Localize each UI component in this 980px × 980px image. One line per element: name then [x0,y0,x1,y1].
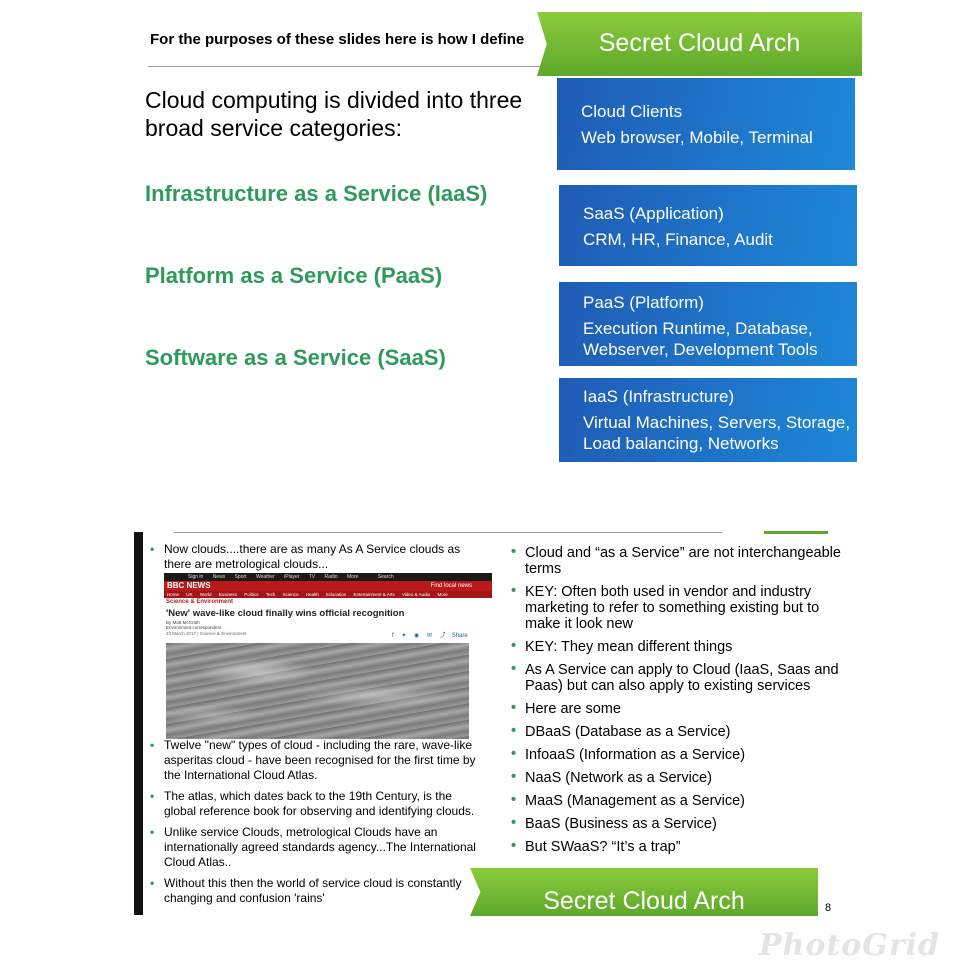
bbc-date-section: Science & Environment [199,631,247,636]
twitter-icon: ✦ [401,633,407,639]
bbc-nav-item: World [199,592,212,597]
bbc-topbar-item: TV [308,574,316,580]
bbc-topbar-item: Sign in [188,574,204,580]
share-icon: ⤴ [439,633,446,639]
bbc-news-bar: BBC NEWS Find local news [164,581,492,591]
bbc-topbar-item: Radio [324,574,338,580]
bbc-byline-role: Environment correspondent [166,625,222,630]
list-item: NaaS (Network as a Service) [511,769,851,786]
category-paas: Platform as a Service (PaaS) [145,263,443,288]
slide2-divider [174,532,722,533]
bbc-nav-item: More [437,592,448,597]
messenger-icon: ◉ [414,633,420,639]
slide2-green-accent [764,531,828,534]
bbc-share-bar: f ✦ ◉ ✉ ⤴ Share [392,630,474,639]
bbc-nav-item: Science [282,592,299,597]
layer-paas: PaaS (Platform) Execution Runtime, Datab… [559,282,857,366]
list-item: DBaaS (Database as a Service) [511,723,851,740]
bbc-nav-item: Video & Audio [401,592,431,597]
bbc-nav: Home UK World Business Politics Tech Sci… [164,591,492,598]
layer-description: Web browser, Mobile, Terminal [581,128,813,147]
list-item: BaaS (Business as a Service) [511,815,851,832]
list-item: KEY: They mean different things [511,638,851,655]
list-item: Here are some [511,700,851,717]
layer-description: CRM, HR, Finance, Audit [583,230,773,249]
list-item: Cloud and “as a Service” are not interch… [511,544,851,577]
category-iaas: Infrastructure as a Service (IaaS) [145,181,488,206]
layer-title: IaaS (Infrastructure) [583,387,735,406]
layer-title: SaaS (Application) [583,204,724,223]
bbc-topbar-item: Sport [234,574,247,580]
list-item: Unlike service Clouds, metrological Clou… [150,825,480,870]
bbc-nav-item: Politics [244,592,259,597]
list-item: But SWaaS? “It’s a trap” [511,838,851,855]
bbc-nav-item: Business [218,592,238,597]
bbc-nav-item: UK [186,592,193,597]
bbc-nav-item: Health [305,592,319,597]
bbc-topbar-item: More [347,574,359,580]
category-saas: Software as a Service (SaaS) [145,345,446,370]
layer-title: Cloud Clients [581,102,683,121]
slide1-header: For the purposes of these slides here is… [150,31,525,48]
list-item: As A Service can apply to Cloud (IaaS, S… [511,661,851,694]
bbc-topbar-item: News [212,574,226,580]
list-item: The atlas, which dates back to the 19th … [150,789,480,819]
bbc-nav-item: Entertainment & Arts [353,592,395,597]
slide1-intro: Cloud computing is divided into three br… [145,87,523,141]
list-item: Now clouds....there are as many As A Ser… [150,542,470,572]
layer-iaas: IaaS (Infrastructure) Virtual Machines, … [559,378,857,462]
bbc-nav-item: Home [167,592,180,597]
slide2-left-intro-list: Now clouds....there are as many As A Ser… [150,542,470,572]
bbc-topbar-item: Search [377,574,394,580]
bbc-nav-item: Tech [265,592,276,597]
list-item: Without this then the world of service c… [150,876,480,906]
layer-title: PaaS (Platform) [583,293,704,312]
list-item: KEY: Often both used in vendor and indus… [511,583,851,632]
list-item: InfoaaS (Information as a Service) [511,746,851,763]
slide2-left-list: Twelve "new" types of cloud - including … [150,738,480,912]
bbc-date-value: 23 March 2017 [166,631,197,636]
bbc-headline: 'New' wave-like cloud finally wins offic… [166,608,405,619]
page-number: 8 [825,902,832,914]
share-label: Share [451,633,468,639]
bbc-nav-item: Education [326,592,347,597]
bbc-news-screenshot: Sign in News Sport Weather iPlayer TV Ra… [164,573,492,739]
layer-saas: SaaS (Application) CRM, HR, Finance, Aud… [559,185,857,266]
slide1-banner: Secret Cloud Arch [537,12,862,76]
photogrid-watermark: PhotoGrid [758,928,940,963]
slide2-left-bar [134,532,143,915]
slide1-divider [148,66,543,67]
list-item: Twelve "new" types of cloud - including … [150,738,480,783]
slide2-banner: Secret Cloud Arch [470,868,818,916]
bbc-local-news: Find local news [430,583,472,589]
bbc-date: 23 March 2017 | Science & Environment [166,631,247,636]
layer-description: Virtual Machines, Servers, Storage, Load… [583,413,851,453]
list-item: MaaS (Management as a Service) [511,792,851,809]
slide2-right-list: Cloud and “as a Service” are not interch… [511,544,851,862]
bbc-topbar-item: Weather [255,574,275,580]
cloud-photo [166,643,469,739]
bbc-news-logo: BBC NEWS [167,581,211,590]
facebook-icon: f [392,633,394,639]
bbc-topbar: Sign in News Sport Weather iPlayer TV Ra… [164,573,492,581]
bbc-section-label: Science & Environment [166,599,234,605]
layer-description: Execution Runtime, Database, Webserver, … [583,319,818,359]
bbc-byline-name: By Matt McGrath [166,620,200,625]
bbc-byline: By Matt McGrath Environment corresponden… [166,620,221,630]
email-icon: ✉ [426,633,432,639]
bbc-topbar-item: iPlayer [284,574,300,580]
layer-cloud-clients: Cloud Clients Web browser, Mobile, Termi… [557,78,855,170]
